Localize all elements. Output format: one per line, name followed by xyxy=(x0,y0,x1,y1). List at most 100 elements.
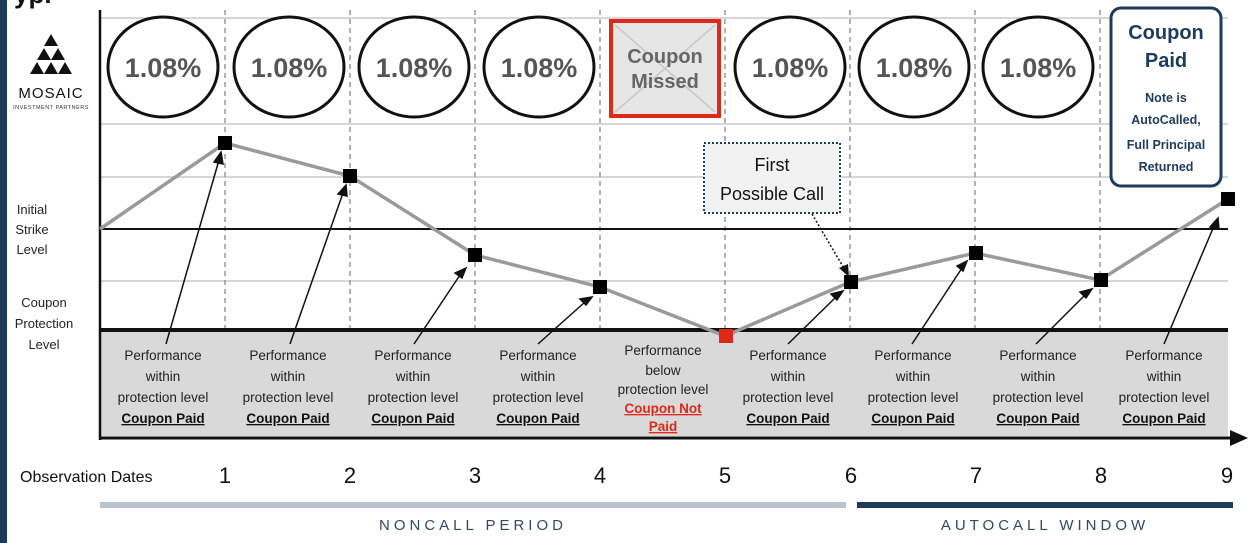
svg-text:6: 6 xyxy=(845,463,857,488)
svg-text:5: 5 xyxy=(719,463,731,488)
svg-text:protection level: protection level xyxy=(993,390,1084,405)
svg-text:protection level: protection level xyxy=(368,390,459,405)
svg-text:Coupon Paid: Coupon Paid xyxy=(746,411,829,426)
performance-cell: Performance within protection level Coup… xyxy=(493,348,584,426)
coupon-circle: 1.08% xyxy=(357,15,471,119)
autocall-window-label: AUTOCALL WINDOW xyxy=(941,517,1149,534)
svg-text:7: 7 xyxy=(970,463,982,488)
svg-text:protection level: protection level xyxy=(493,390,584,405)
svg-text:protection level: protection level xyxy=(618,382,709,397)
coupon-circle: 1.08% xyxy=(857,15,971,119)
svg-text:Initial: Initial xyxy=(17,202,47,217)
svg-text:Performance: Performance xyxy=(624,343,701,358)
svg-text:Coupon Paid: Coupon Paid xyxy=(371,411,454,426)
svg-text:First: First xyxy=(755,155,790,175)
svg-text:1.08%: 1.08% xyxy=(501,53,578,83)
svg-text:within: within xyxy=(1020,369,1056,384)
observation-markers xyxy=(218,136,1235,343)
autocall-window-bar xyxy=(857,502,1233,508)
svg-text:Coupon: Coupon xyxy=(1128,22,1204,44)
svg-text:protection level: protection level xyxy=(1119,390,1210,405)
noncall-period-label: NONCALL PERIOD xyxy=(379,517,567,534)
svg-text:Performance: Performance xyxy=(749,348,826,363)
performance-cell: Performance within protection level Coup… xyxy=(1119,348,1210,426)
svg-text:Coupon Paid: Coupon Paid xyxy=(871,411,954,426)
svg-text:2: 2 xyxy=(344,463,356,488)
observation-date-labels: 1 2 3 4 5 6 7 8 9 xyxy=(219,463,1233,488)
observation-marker xyxy=(593,280,607,294)
svg-text:3: 3 xyxy=(469,463,481,488)
mosaic-logo-icon xyxy=(30,34,72,74)
svg-text:Performance: Performance xyxy=(1125,348,1202,363)
initial-strike-label: Initial Strike Level xyxy=(15,202,48,257)
svg-text:Performance: Performance xyxy=(249,348,326,363)
coupon-circle: 1.08% xyxy=(482,15,596,119)
svg-text:Performance: Performance xyxy=(999,348,1076,363)
performance-cell: Performance within protection level Coup… xyxy=(993,348,1084,426)
svg-text:1.08%: 1.08% xyxy=(376,53,453,83)
left-border xyxy=(0,0,7,543)
svg-text:within: within xyxy=(395,369,431,384)
svg-text:Coupon Paid: Coupon Paid xyxy=(496,411,579,426)
svg-text:Coupon Paid: Coupon Paid xyxy=(1122,411,1205,426)
svg-text:Coupon: Coupon xyxy=(21,295,67,310)
coupon-circle: 1.08% xyxy=(106,15,220,119)
coupon-paid-box: Coupon Paid Note is AutoCalled, Full Pri… xyxy=(1109,6,1223,188)
observation-marker-missed xyxy=(719,329,733,343)
svg-text:Possible Call: Possible Call xyxy=(720,184,824,204)
svg-text:1.08%: 1.08% xyxy=(752,53,829,83)
svg-text:1.08%: 1.08% xyxy=(251,53,328,83)
svg-text:Coupon: Coupon xyxy=(627,46,703,68)
observation-marker xyxy=(218,136,232,150)
svg-text:Level: Level xyxy=(16,242,47,257)
performance-cells: Performance within protection level Coup… xyxy=(118,343,1210,434)
svg-text:Protection: Protection xyxy=(15,316,74,331)
svg-text:1.08%: 1.08% xyxy=(125,53,202,83)
observation-marker xyxy=(468,248,482,262)
svg-text:AutoCalled,: AutoCalled, xyxy=(1131,113,1200,127)
svg-text:1.08%: 1.08% xyxy=(1000,53,1077,83)
svg-text:Note is: Note is xyxy=(1145,91,1187,105)
svg-text:within: within xyxy=(895,369,931,384)
coupon-missed-box: Coupon Missed xyxy=(609,19,721,118)
coupon-circle: 1.08% xyxy=(733,15,847,119)
noncall-period-bar xyxy=(100,502,846,508)
mosaic-logo: MOSAIC INVESTMENT PARTNERS xyxy=(13,34,88,111)
svg-text:9: 9 xyxy=(1221,463,1233,488)
svg-text:within: within xyxy=(770,369,806,384)
svg-text:1.08%: 1.08% xyxy=(876,53,953,83)
svg-text:protection level: protection level xyxy=(868,390,959,405)
observation-marker xyxy=(1094,273,1108,287)
coupon-circle: 1.08% xyxy=(232,15,346,119)
coupon-circles: 1.08% 1.08% 1.08% 1.08% 1.08% 1.08% 1.08… xyxy=(106,15,1095,119)
performance-cell: Performance within protection level Coup… xyxy=(368,348,459,426)
observation-marker xyxy=(969,246,983,260)
observation-dates-label: Observation Dates xyxy=(20,469,153,486)
svg-text:Paid: Paid xyxy=(649,419,678,434)
svg-text:Missed: Missed xyxy=(631,71,699,93)
observation-arrows xyxy=(165,150,1220,345)
performance-cell: Performance within protection level Coup… xyxy=(118,348,209,426)
svg-text:Paid: Paid xyxy=(1145,50,1187,72)
performance-cell: Performance within protection level Coup… xyxy=(868,348,959,426)
protection-level-label: Coupon Protection Level xyxy=(15,295,74,352)
performance-area xyxy=(100,330,1228,436)
observation-marker xyxy=(343,169,357,183)
logo-name: MOSAIC xyxy=(18,85,83,102)
first-possible-call-box: First Possible Call xyxy=(703,142,841,214)
svg-text:Performance: Performance xyxy=(124,348,201,363)
performance-line xyxy=(99,141,1229,338)
svg-text:Strike: Strike xyxy=(15,222,48,237)
svg-text:Coupon Paid: Coupon Paid xyxy=(246,411,329,426)
observation-marker xyxy=(844,275,858,289)
svg-text:within: within xyxy=(270,369,306,384)
svg-text:protection level: protection level xyxy=(118,390,209,405)
svg-text:below: below xyxy=(645,363,681,378)
performance-cell-missed: Performance below protection level Coupo… xyxy=(618,343,709,434)
svg-text:Full Principal: Full Principal xyxy=(1127,138,1206,152)
svg-text:Coupon Paid: Coupon Paid xyxy=(996,411,1079,426)
svg-text:Performance: Performance xyxy=(874,348,951,363)
svg-text:within: within xyxy=(145,369,181,384)
performance-cell: Performance within protection level Coup… xyxy=(743,348,834,426)
svg-text:8: 8 xyxy=(1095,463,1107,488)
